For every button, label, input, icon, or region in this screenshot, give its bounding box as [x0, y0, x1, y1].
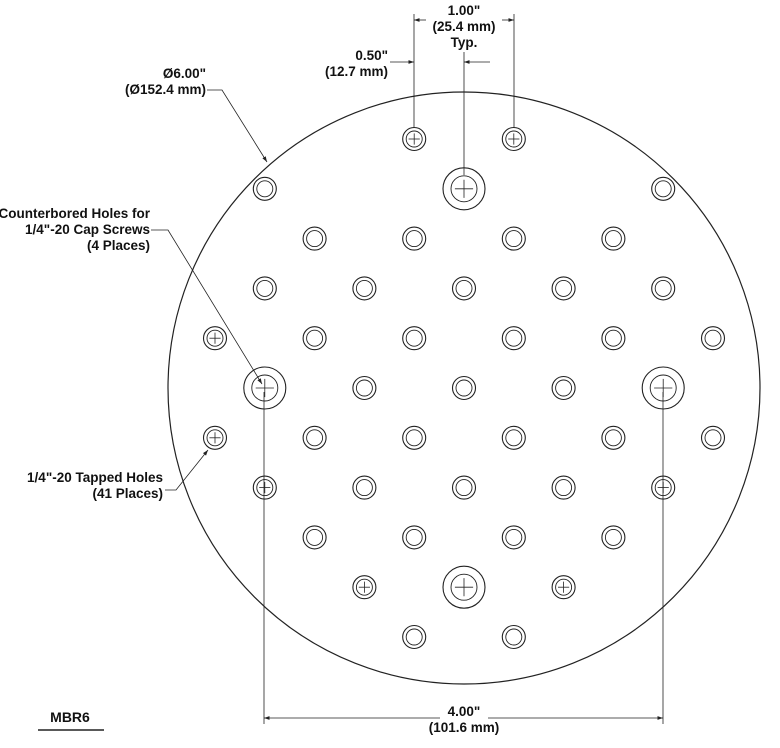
tapped-hole	[402, 525, 427, 550]
tapped-hole	[601, 326, 626, 351]
tapped-hole	[501, 326, 526, 351]
tapped-hole	[302, 326, 327, 351]
tapped-hole	[651, 276, 676, 301]
tapped-hole	[252, 475, 277, 500]
diameter-imperial: Ø6.00"	[163, 66, 206, 81]
tapped-hole	[202, 425, 228, 450]
tapped-hole	[651, 176, 676, 201]
spacing-large-note: Typ.	[451, 35, 478, 50]
tapped-hole	[501, 525, 526, 550]
tapped-hole	[601, 425, 626, 450]
tapped-hole	[352, 575, 377, 600]
part-number: MBR6	[38, 709, 104, 731]
tapped-hole	[352, 375, 377, 401]
tapped-hole	[451, 276, 477, 301]
counterbored-hole	[442, 565, 486, 609]
tapped-hole	[252, 176, 277, 201]
tapped-hole	[302, 525, 327, 550]
tapped-hole	[451, 375, 477, 401]
tapped-hole	[501, 624, 526, 650]
counterbored-callout: Counterbored Holes for 1/4"-20 Cap Screw…	[0, 206, 263, 385]
tapped-hole	[402, 226, 427, 251]
tapped-hole	[551, 276, 576, 301]
counterbored-line1: Counterbored Holes for	[0, 206, 151, 221]
tapped-hole	[402, 425, 427, 450]
spacing-small-dimension: 0.50" (12.7 mm)	[325, 48, 490, 175]
tapped-line2: (41 Places)	[92, 486, 163, 501]
spacing-small-imperial: 0.50"	[355, 48, 388, 63]
tapped-hole	[501, 126, 526, 152]
tapped-hole	[202, 326, 228, 351]
tapped-hole	[302, 425, 327, 450]
spacing-large-imperial: 1.00"	[448, 3, 481, 18]
spacing-small-metric: (12.7 mm)	[325, 64, 388, 79]
counterbored-hole	[243, 366, 287, 410]
tapped-hole	[601, 226, 626, 251]
diameter-metric: (Ø152.4 mm)	[125, 82, 206, 97]
tapped-hole	[352, 475, 377, 500]
tapped-hole	[451, 475, 477, 500]
bolt-span-dimension: 4.00" (101.6 mm)	[263, 392, 664, 735]
tapped-hole	[551, 575, 576, 600]
tapped-hole	[402, 624, 427, 650]
counterbored-line2: 1/4"-20 Cap Screws	[25, 222, 150, 237]
tapped-callout: 1/4"-20 Tapped Holes (41 Places)	[27, 449, 209, 501]
diameter-callout: Ø6.00" (Ø152.4 mm)	[125, 66, 268, 163]
hole-grid	[202, 126, 726, 650]
tapped-line1: 1/4"-20 Tapped Holes	[27, 470, 163, 485]
spacing-large-metric: (25.4 mm)	[432, 19, 495, 34]
tapped-hole	[402, 326, 427, 351]
bolt-span-imperial: 4.00"	[448, 704, 481, 719]
counterbored-hole	[442, 167, 486, 211]
counterbored-line3: (4 Places)	[87, 238, 150, 253]
tapped-hole	[700, 326, 726, 351]
tapped-hole	[501, 425, 526, 450]
tapped-hole	[302, 226, 327, 251]
tapped-hole	[501, 226, 526, 251]
part-number-text: MBR6	[50, 709, 90, 725]
tapped-hole	[402, 126, 427, 152]
tapped-hole	[252, 276, 277, 301]
tapped-hole	[700, 425, 726, 450]
tapped-hole	[352, 276, 377, 301]
tapped-hole	[551, 375, 576, 401]
spacing-large-dimension: 1.00" (25.4 mm) Typ.	[413, 3, 515, 128]
tapped-hole	[601, 525, 626, 550]
tapped-hole	[551, 475, 576, 500]
counterbored-hole	[641, 366, 685, 410]
bolt-span-metric: (101.6 mm)	[429, 720, 500, 735]
